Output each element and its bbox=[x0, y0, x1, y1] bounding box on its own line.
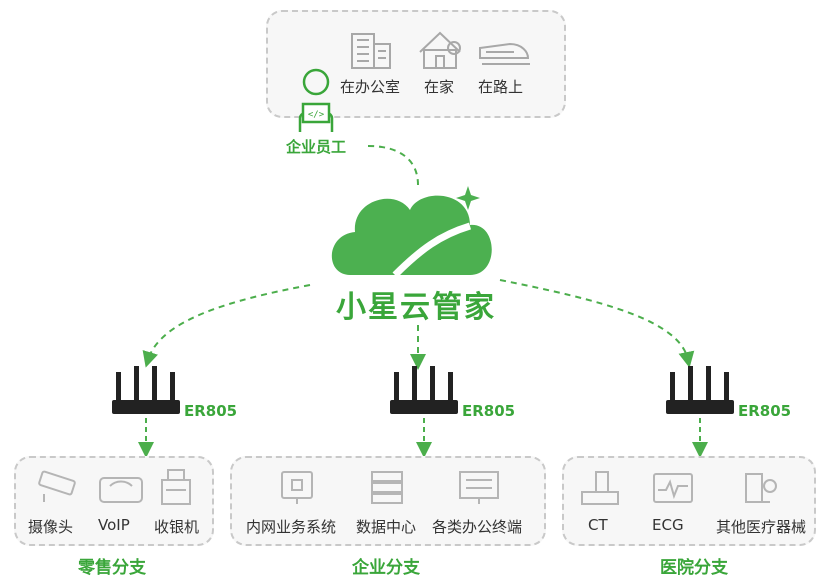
cloud-link-left bbox=[142, 284, 311, 368]
place-home: 在家 bbox=[424, 78, 455, 96]
place-office: 在办公室 bbox=[340, 78, 401, 96]
router-model-2: ER805 bbox=[462, 402, 516, 420]
device-label: 数据中心 bbox=[356, 518, 417, 536]
employee-label: 企业员工 bbox=[286, 138, 347, 156]
device-label: ECG bbox=[652, 516, 684, 534]
branch-name-retail: 零售分支 bbox=[78, 558, 146, 578]
work-locations-box bbox=[266, 10, 566, 118]
device-label: 摄像头 bbox=[28, 518, 74, 536]
employee-link bbox=[367, 145, 419, 186]
router-model-1: ER805 bbox=[184, 402, 238, 420]
device-label: 内网业务系统 bbox=[246, 518, 337, 536]
brand-name: 小星云管家 bbox=[336, 290, 496, 325]
device-label: 收银机 bbox=[154, 518, 200, 536]
branch-name-enterprise: 企业分支 bbox=[352, 558, 420, 578]
cloud-link-right bbox=[499, 279, 695, 368]
place-on-the-road: 在路上 bbox=[478, 78, 524, 96]
device-label: 其他医疗器械 bbox=[716, 518, 807, 536]
device-label: VoIP bbox=[98, 516, 130, 534]
branch-name-hospital: 医院分支 bbox=[660, 558, 728, 578]
device-label: 各类办公终端 bbox=[432, 518, 523, 536]
device-label: CT bbox=[588, 516, 608, 534]
router-model-3: ER805 bbox=[738, 402, 792, 420]
